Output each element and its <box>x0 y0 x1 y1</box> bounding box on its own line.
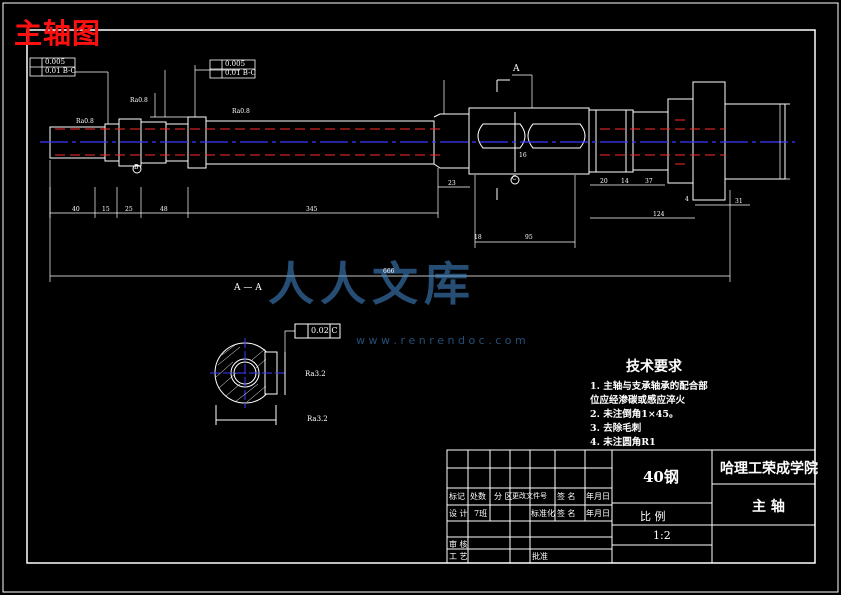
tech-line-5: 4. 未注圆角R1 <box>590 437 656 448</box>
roughness-3: Ra0.8 <box>232 108 250 115</box>
shaft-main-view <box>49 81 786 201</box>
datum-b-label: B <box>134 164 139 171</box>
section-arrow-a <box>496 79 510 200</box>
section-view-aa <box>210 338 286 425</box>
tb-review: 审 核 <box>449 540 468 549</box>
tb-row1-6: 年月日 <box>586 492 610 501</box>
section-leader <box>284 330 295 352</box>
watermark-main: 人人文库 <box>268 257 476 311</box>
tech-line-1: 1. 主轴与支承轴承的配合部 <box>590 381 708 392</box>
tech-requirements-title: 技术要求 <box>626 359 682 375</box>
tb-process: 工 艺 <box>449 552 468 561</box>
tb-row1-4: 更改文件号 <box>512 492 547 500</box>
drawing-title: 主轴图 <box>14 17 102 50</box>
part-name-label: 主 轴 <box>752 499 785 515</box>
tb-row2-2: 7班 <box>474 509 488 518</box>
dim-23: 23 <box>448 180 456 187</box>
dim-345: 345 <box>306 206 318 213</box>
scale-label: 比 例 <box>640 510 666 523</box>
hidden-lines <box>55 119 725 165</box>
dim-overall: 666 <box>383 268 395 275</box>
tech-line-3: 2. 未注倒角1×45。 <box>590 409 679 420</box>
tb-row1-1: 标记 <box>449 492 465 501</box>
tb-row2-6: 年月日 <box>586 509 610 518</box>
section-label-aa: A — A <box>234 283 262 293</box>
tech-line-2: 位应经渗碳或感应淬火 <box>590 395 686 406</box>
roughness-5: Ra3.2 <box>307 415 328 423</box>
dim-25: 25 <box>125 206 133 213</box>
tol-left-1: 0.005 <box>45 58 66 66</box>
dim-18: 18 <box>474 234 482 241</box>
school-label: 哈理工荣成学院 <box>720 461 818 477</box>
tol-right-2: 0.01 B-C <box>225 69 256 77</box>
dim-124: 124 <box>653 211 665 218</box>
section-hatch <box>215 344 267 403</box>
dim-40: 40 <box>72 206 80 213</box>
title-block-grid <box>446 449 816 564</box>
scale-value: 1:2 <box>653 529 671 542</box>
tech-line-4: 3. 去除毛刺 <box>590 423 642 434</box>
section-mark-a: A <box>513 64 520 74</box>
dim-37: 37 <box>645 178 653 185</box>
datum-b-circle <box>132 164 142 174</box>
tb-row2-4: 标准化 <box>531 509 555 518</box>
tb-row2-1: 设 计 <box>449 509 468 518</box>
dim-16: 16 <box>519 152 527 159</box>
datum-c-label: C <box>512 175 517 182</box>
dim-14: 14 <box>621 178 629 185</box>
material-label: 40钢 <box>643 468 679 486</box>
tb-row1-5: 签 名 <box>557 492 576 501</box>
tol-left-2: 0.01 B-C <box>45 67 76 75</box>
tb-row1-3: 分 区 <box>494 492 513 501</box>
inner-frame <box>26 29 816 564</box>
dim-20: 20 <box>600 178 608 185</box>
dim-31: 31 <box>735 198 743 205</box>
roughness-2: Ra0.8 <box>130 97 148 104</box>
tb-row1-2: 处数 <box>470 492 486 501</box>
tol-right-1: 0.005 <box>225 60 246 68</box>
roughness-1: Ra0.8 <box>76 118 94 125</box>
tb-row2-5: 签 名 <box>557 509 576 518</box>
tol-section: 0.02 C <box>311 326 338 335</box>
dim-4: 4 <box>685 196 689 203</box>
tb-approve: 批准 <box>532 552 548 561</box>
watermark-sub: w w w . r e n r e n d o c . c o m <box>356 334 526 347</box>
tolerance-frames-top <box>29 57 256 79</box>
dim-48: 48 <box>160 206 168 213</box>
dim-15: 15 <box>102 206 110 213</box>
roughness-4: Ra3.2 <box>305 370 326 378</box>
dimension-lines <box>49 65 790 282</box>
dim-95: 95 <box>525 234 533 241</box>
datum-c-circle <box>510 175 520 185</box>
